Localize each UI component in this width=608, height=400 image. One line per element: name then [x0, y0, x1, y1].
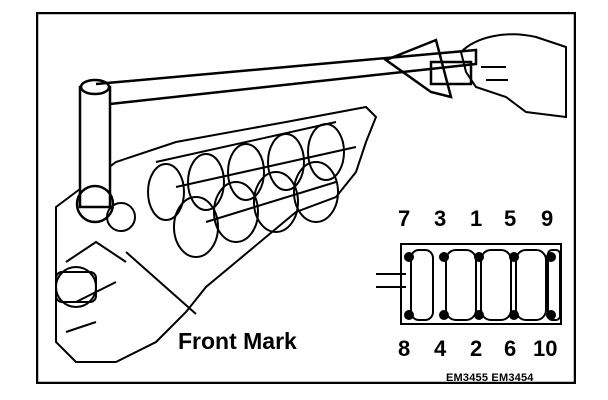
bolt-number-7: 7	[398, 206, 411, 231]
bolt-number-8: 8	[398, 336, 411, 361]
bolt-number-5: 5	[504, 206, 517, 231]
bolt-number-4: 4	[434, 336, 447, 361]
hand-icon	[459, 33, 567, 119]
bolt-number-3: 3	[434, 206, 447, 231]
bolt-number-1: 1	[470, 206, 483, 231]
figure-border	[36, 12, 576, 384]
bolt-number-10: 10	[533, 336, 558, 361]
main-bearing-cap-icon	[376, 243, 562, 325]
bolt-number-2: 2	[470, 336, 483, 361]
torque-wrench-icon	[75, 38, 478, 224]
figure-frame: Front Mark 7 3 1 5 9 8 4 2 6 10 EM3455 E…	[36, 12, 576, 384]
bolt-number-9: 9	[541, 206, 554, 231]
crankshaft-icon	[55, 123, 345, 308]
bolt-number-6: 6	[504, 336, 517, 361]
front-mark-label: Front Mark	[178, 328, 297, 354]
reference-codes: EM3455 EM3454	[446, 372, 534, 384]
front-mark-leader	[125, 251, 197, 315]
engine-illustration	[36, 12, 576, 384]
